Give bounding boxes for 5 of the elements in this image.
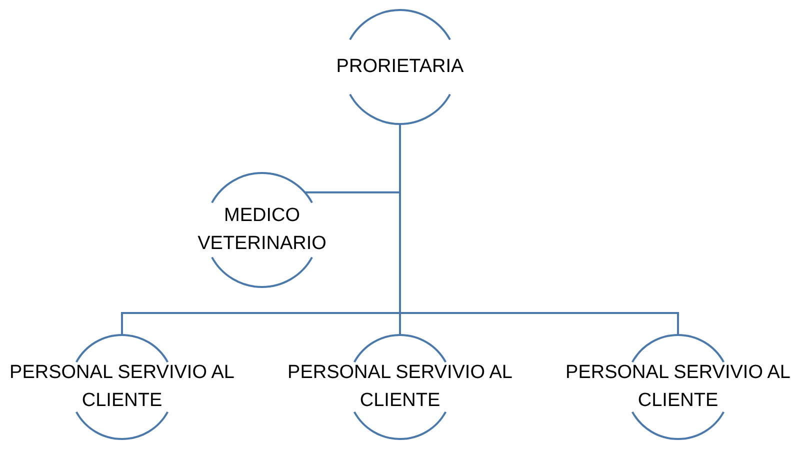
node-label: PERSONAL SERVIVIO AL CLIENTE	[286, 361, 514, 413]
node-label: PERSONAL SERVIVIO AL CLIENTE	[8, 361, 236, 413]
node-label: PERSONAL SERVIVIO AL CLIENTE	[564, 361, 791, 413]
node-label: PRORIETARIA	[335, 55, 465, 79]
node-label: MEDICO VETERINARIO	[196, 204, 328, 256]
